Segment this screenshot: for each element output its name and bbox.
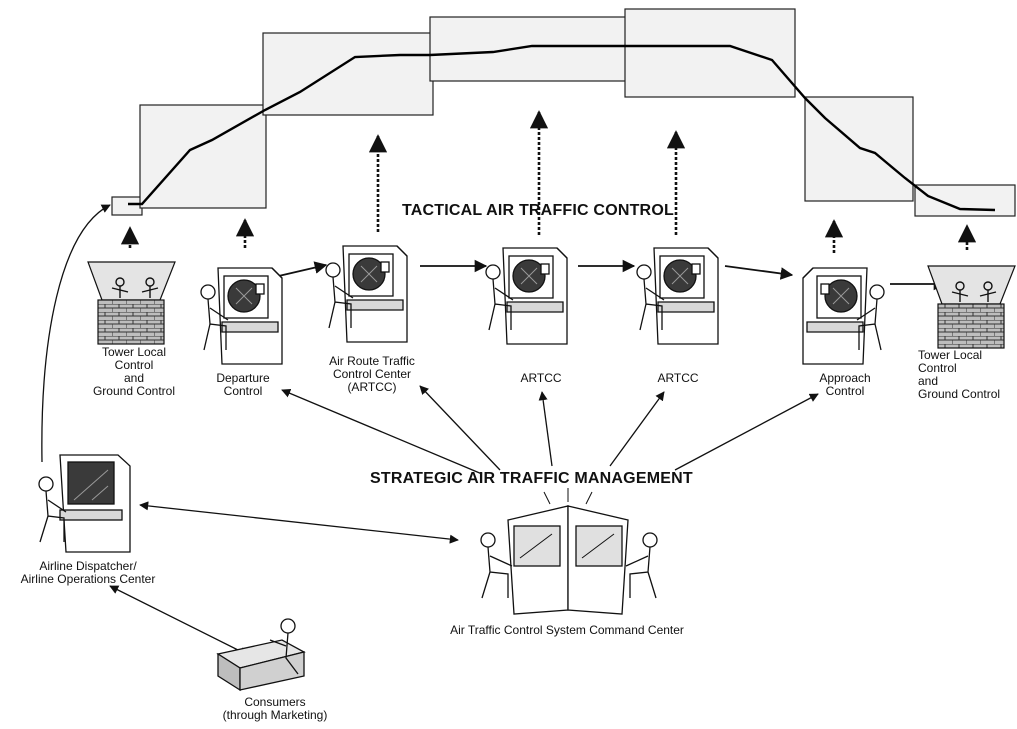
arrow-airline-consumers bbox=[110, 586, 248, 655]
consumers-label: Consumers (through Marketing) bbox=[205, 696, 345, 722]
strategic-heading: STRATEGIC AIR TRAFFIC MANAGEMENT bbox=[370, 470, 693, 488]
arrow-to-departure bbox=[282, 390, 482, 474]
airline-label: Airline Dispatcher/ Airline Operations C… bbox=[4, 560, 172, 586]
approach-console-icon bbox=[803, 268, 884, 364]
sector-tower-destination bbox=[915, 185, 1015, 216]
airspace-sectors bbox=[112, 9, 1015, 216]
artcc-1-label: Air Route Traffic Control Center (ARTCC) bbox=[312, 355, 432, 394]
artcc-3-console-icon bbox=[637, 248, 718, 344]
arrow-to-approach bbox=[675, 394, 818, 470]
tower-destination-label: Tower Local Control and Ground Control bbox=[918, 349, 1017, 401]
sector-tower-origin bbox=[112, 197, 142, 215]
strategic-arrows bbox=[110, 386, 818, 655]
consumers-desk-icon bbox=[218, 619, 304, 690]
handoff-artcc-3-approach bbox=[725, 266, 792, 275]
tower-destination-icon bbox=[928, 266, 1015, 348]
sector-artcc-2 bbox=[430, 17, 628, 81]
sector-artcc-1 bbox=[263, 33, 433, 115]
command-center-label: Air Traffic Control System Command Cente… bbox=[392, 624, 742, 637]
sector-artcc-3 bbox=[625, 9, 795, 97]
artcc-1-console-icon bbox=[326, 246, 407, 342]
artcc-2-console-icon bbox=[486, 248, 567, 344]
arrow-airline-command bbox=[140, 505, 458, 540]
arrow-to-artcc-3 bbox=[610, 392, 664, 466]
command-center-icon bbox=[481, 488, 657, 614]
departure-label: Departure Control bbox=[198, 372, 288, 398]
artcc-2-label: ARTCC bbox=[508, 372, 574, 385]
tower-origin-icon bbox=[88, 262, 175, 344]
artcc-3-label: ARTCC bbox=[645, 372, 711, 385]
tactical-heading: TACTICAL AIR TRAFFIC CONTROL bbox=[402, 202, 674, 220]
arrow-to-artcc-1 bbox=[420, 386, 500, 470]
approach-label: Approach Control bbox=[800, 372, 890, 398]
airline-console-icon bbox=[39, 455, 130, 552]
departure-console-icon bbox=[201, 268, 282, 364]
tower-origin-label: Tower Local Control and Ground Control bbox=[80, 346, 188, 398]
arrow-to-artcc-2 bbox=[542, 392, 552, 466]
